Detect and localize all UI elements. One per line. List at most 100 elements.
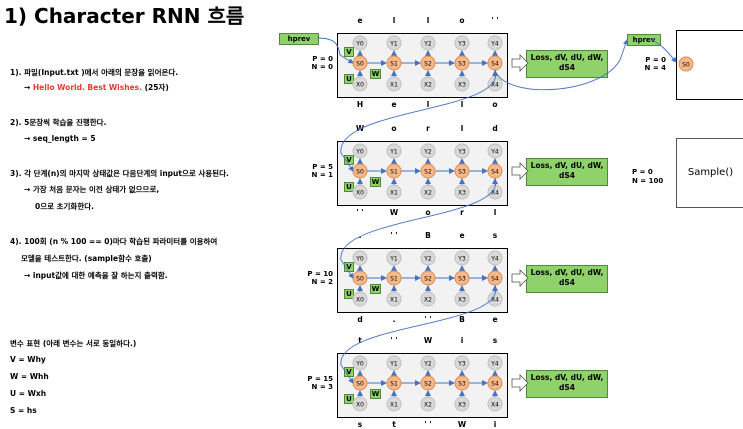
state-node-label: S4: [491, 276, 499, 283]
output-node-label: Y0: [355, 361, 364, 368]
input-node: [454, 396, 470, 412]
input-node: [454, 184, 470, 200]
output-char: W: [423, 336, 433, 345]
input-node-label: X3: [458, 190, 466, 197]
state-node-label: S2: [424, 169, 432, 176]
to-loss-arrow: [511, 269, 529, 287]
state-node-label: S3: [458, 61, 466, 68]
loss-box: Loss, dV, dU, dW, dS4: [526, 50, 608, 78]
input-node: [420, 291, 436, 307]
output-node-label: Y1: [389, 361, 398, 368]
note-1-sentence: Hello World. Best Wishes.: [32, 83, 142, 92]
input-node: [386, 76, 402, 92]
input-node: [487, 291, 503, 307]
output-node-label: Y3: [457, 361, 466, 368]
state-node-label: S1: [390, 276, 398, 283]
output-node-label: Y2: [423, 149, 432, 156]
output-char: r: [426, 124, 430, 133]
output-node-label: Y0: [355, 256, 364, 263]
side-state-label: S0: [682, 62, 690, 69]
input-node-label: X4: [491, 82, 499, 89]
note-3-sub1: → 가장 처음 문자는 이전 상태가 없으므로,: [24, 185, 160, 194]
state-node-label: S0: [356, 276, 364, 283]
note-1-arrow: →: [24, 83, 33, 92]
weight-u-label: U: [344, 182, 354, 192]
output-char: d: [492, 124, 498, 133]
output-char: i: [460, 336, 464, 345]
output-node-label: Y4: [490, 256, 499, 263]
input-node-label: X1: [390, 82, 398, 89]
note-3-sub2: 0으로 초기화한다.: [35, 202, 94, 211]
var-u: U = Wxh: [10, 389, 47, 398]
weight-u-label: U: [344, 289, 354, 299]
state-node-label: S3: [458, 276, 466, 283]
output-char: e: [459, 231, 465, 240]
output-node: [386, 143, 402, 159]
state-node-label: S3: [458, 381, 466, 388]
input-node: [386, 396, 402, 412]
sample-p-value: P = 0: [632, 168, 653, 176]
weight-w-label: W: [370, 177, 381, 187]
var-s: S = hs: [10, 406, 37, 415]
input-node: [487, 396, 503, 412]
output-node-label: Y1: [389, 149, 398, 156]
input-node-label: X2: [424, 82, 432, 89]
input-node: [386, 291, 402, 307]
note-1: 1). 파일(Input.txt )에서 아래의 문장을 읽어온다.: [10, 68, 179, 77]
output-node: [454, 143, 470, 159]
output-node-label: Y3: [457, 256, 466, 263]
input-node-label: X2: [424, 190, 432, 197]
input-node-label: X1: [390, 190, 398, 197]
output-char: ' ': [491, 16, 499, 25]
state-node: [487, 375, 503, 391]
state-node-label: S2: [424, 381, 432, 388]
output-char: t: [358, 336, 362, 345]
input-node-label: X4: [491, 190, 499, 197]
loss-box: Loss, dV, dU, dW, dS4: [526, 265, 608, 293]
sample-button[interactable]: Sample(): [676, 138, 743, 208]
input-char: W: [389, 208, 399, 217]
state-node: [454, 375, 470, 391]
output-node: [454, 355, 470, 371]
loss-box: Loss, dV, dU, dW, dS4: [526, 370, 608, 398]
input-node-label: X1: [390, 297, 398, 304]
input-node: [352, 184, 368, 200]
input-node-label: X3: [458, 402, 466, 409]
output-node-label: Y0: [355, 41, 364, 48]
state-node-label: S1: [390, 61, 398, 68]
to-loss-arrow: [511, 162, 529, 180]
output-node-label: Y2: [423, 41, 432, 48]
output-node-label: Y3: [457, 149, 466, 156]
input-char: e: [492, 315, 498, 324]
output-node: [420, 143, 436, 159]
state-node-label: S4: [491, 61, 499, 68]
page-title: 1) Character RNN 흐름: [4, 4, 245, 28]
input-node-label: X0: [356, 402, 364, 409]
input-node: [352, 396, 368, 412]
state-node: [386, 270, 402, 286]
output-node-label: Y3: [457, 41, 466, 48]
state-node-label: S2: [424, 276, 432, 283]
output-node-label: Y4: [490, 149, 499, 156]
state-node-label: S1: [390, 169, 398, 176]
state-node: [420, 163, 436, 179]
input-char: e: [391, 100, 397, 109]
output-char: l: [460, 124, 464, 133]
input-node: [352, 291, 368, 307]
output-node: [352, 35, 368, 51]
note-4-sub2: → input값에 대한 예측을 잘 하는지 출력함.: [24, 271, 168, 280]
input-node: [420, 396, 436, 412]
state-node: [386, 163, 402, 179]
state-node: [454, 55, 470, 71]
output-node: [454, 35, 470, 51]
weight-w-label: W: [370, 69, 381, 79]
state-node-label: S0: [356, 61, 364, 68]
input-node: [487, 184, 503, 200]
input-node-label: X4: [491, 402, 499, 409]
input-node: [454, 76, 470, 92]
var-v: V = Why: [10, 355, 46, 364]
carry-state-connector: [340, 177, 497, 279]
side-p-value: P = 0: [645, 56, 666, 64]
weight-w-label: W: [370, 284, 381, 294]
state-node: [454, 270, 470, 286]
